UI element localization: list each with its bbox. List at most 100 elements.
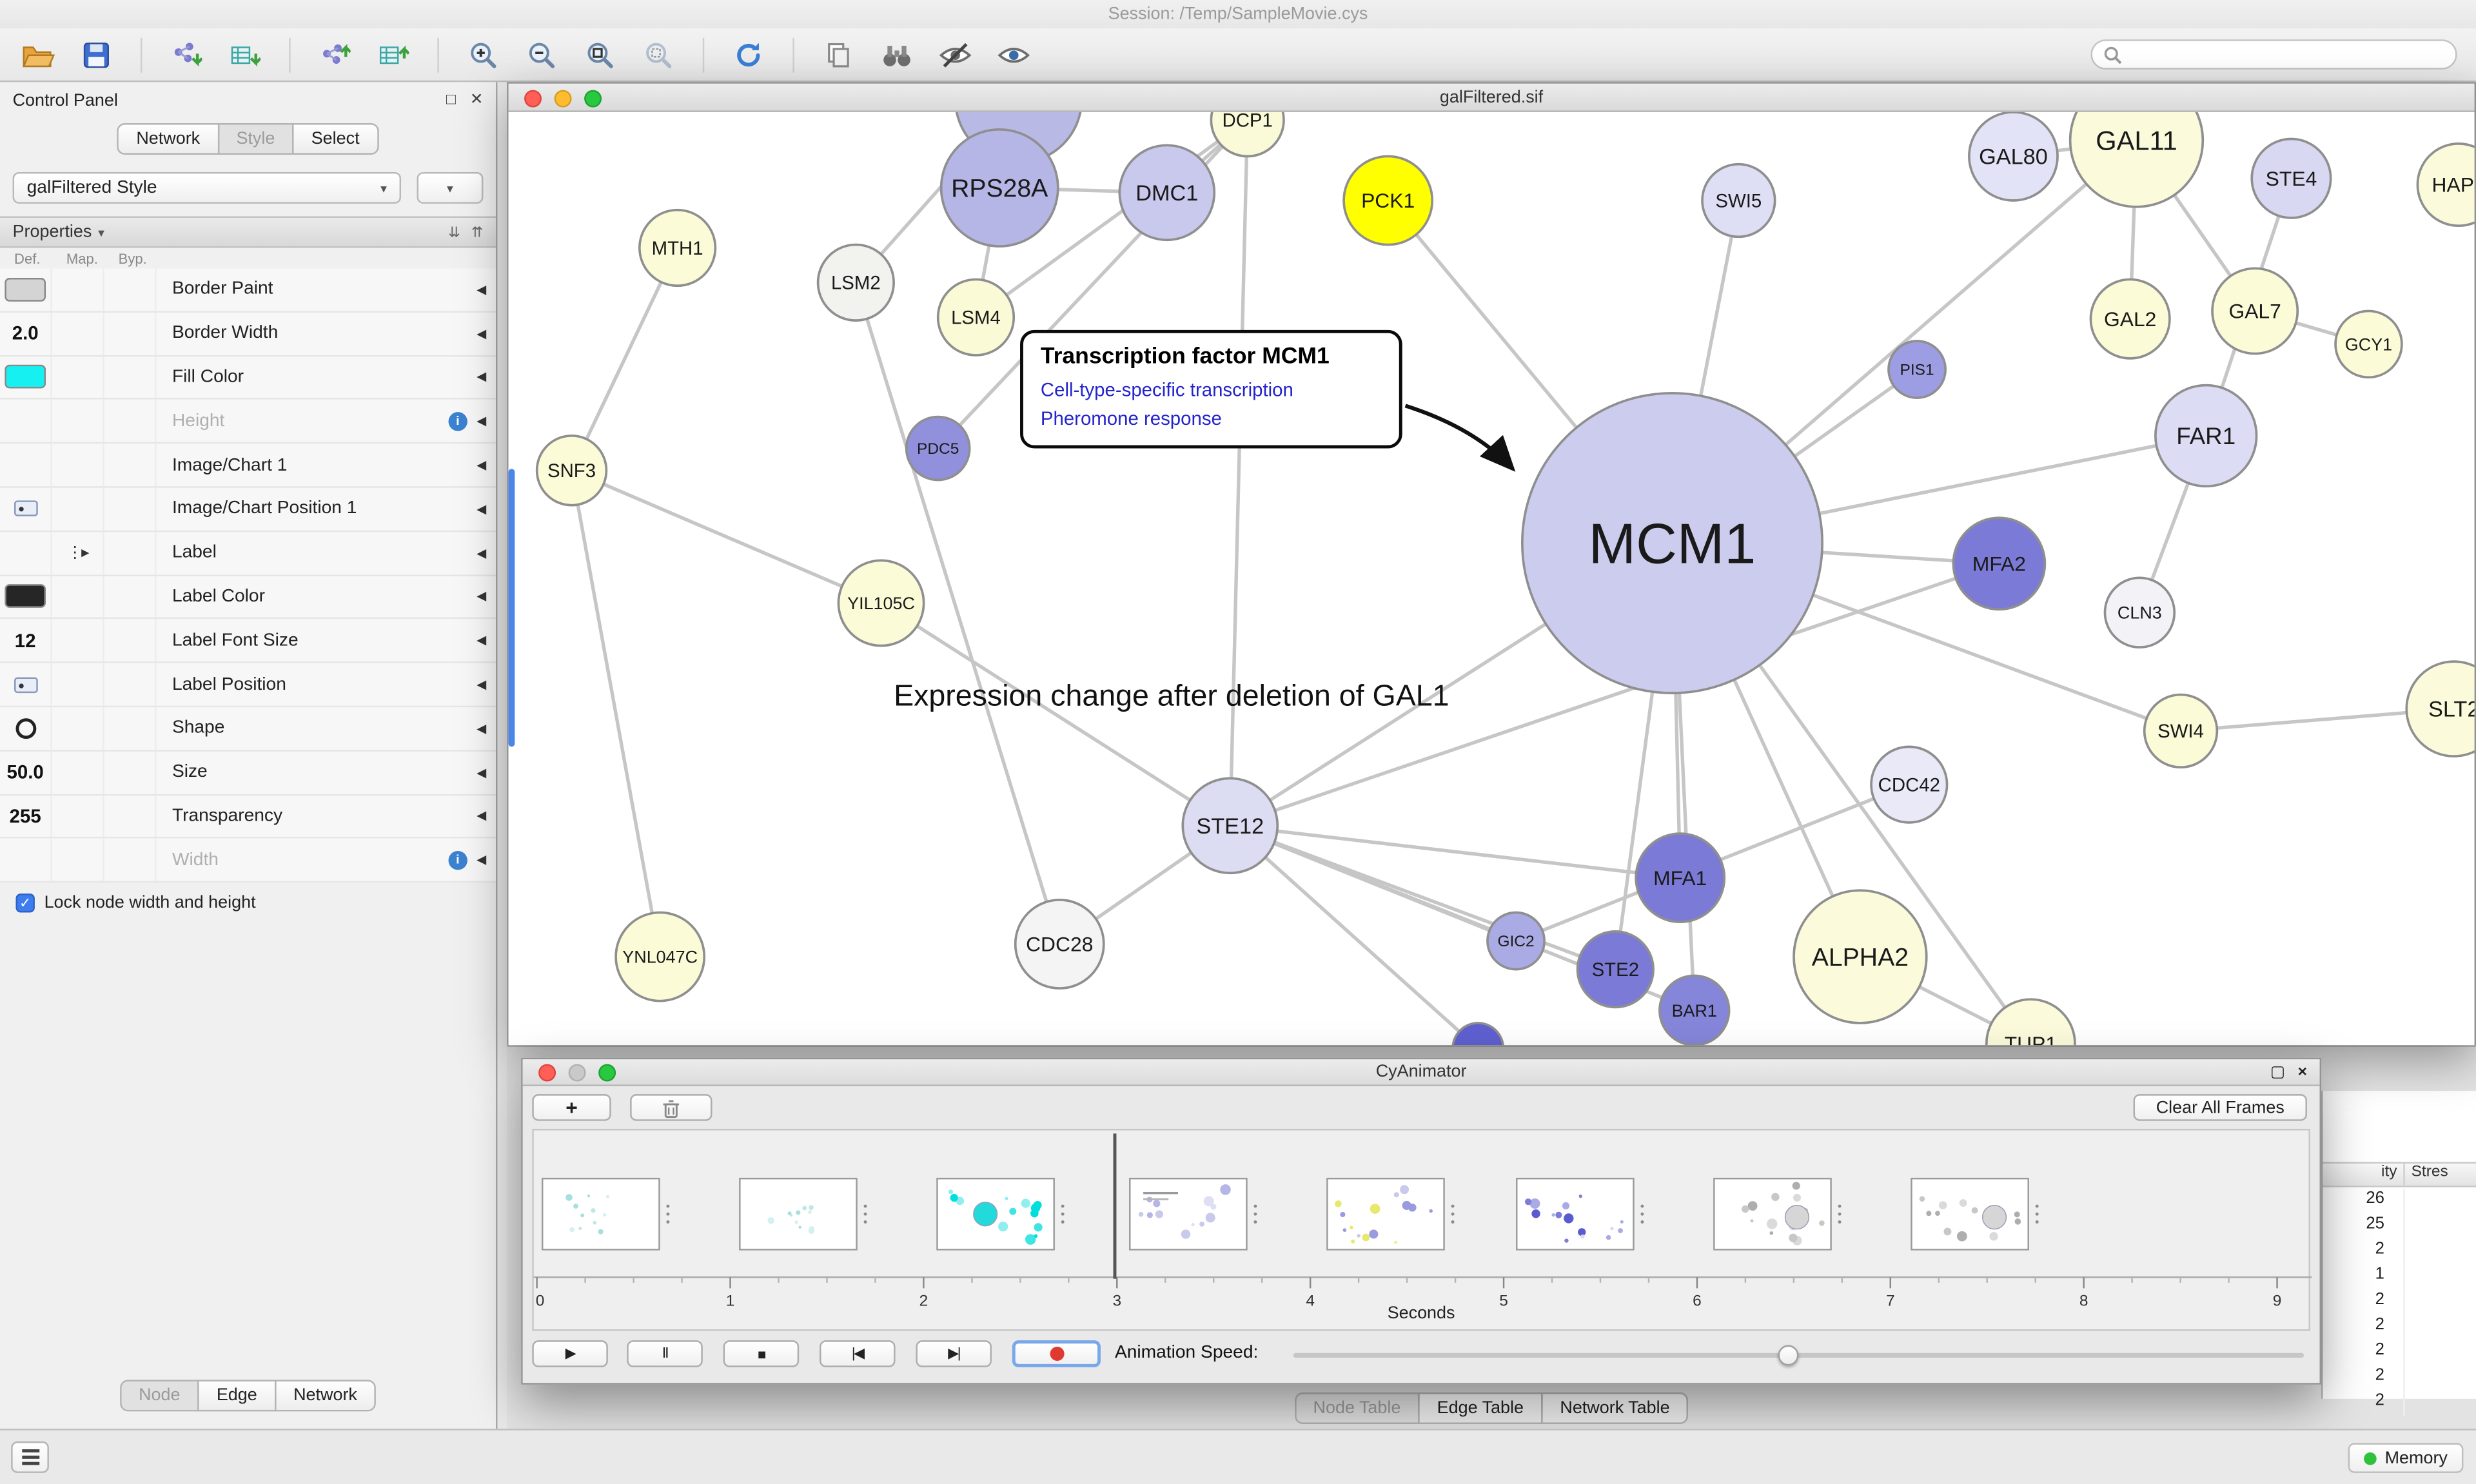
mcm1-annotation-box[interactable]: Transcription factor MCM1 Cell-type-spec… <box>1020 329 1402 449</box>
color-swatch[interactable] <box>5 585 46 609</box>
network-node-mth1[interactable] <box>638 208 717 288</box>
bypass-cell[interactable] <box>104 751 157 794</box>
tab-select[interactable]: Select <box>292 123 378 155</box>
property-row-label-color[interactable]: Label Color◀ <box>0 575 496 620</box>
expand-row-icon[interactable]: ◀ <box>477 677 487 692</box>
color-swatch[interactable] <box>5 365 46 389</box>
table-row[interactable]: 2 <box>2323 1289 2476 1316</box>
expand-row-icon[interactable]: ◀ <box>477 633 487 648</box>
color-swatch[interactable] <box>5 277 46 302</box>
table-row[interactable]: 25 <box>2323 1214 2476 1240</box>
record-button[interactable] <box>1012 1340 1101 1367</box>
zoom-selected-button[interactable] <box>640 35 678 73</box>
bypass-cell[interactable] <box>104 795 157 837</box>
refresh-view-button[interactable] <box>729 35 767 73</box>
mapping-cell[interactable] <box>52 575 104 618</box>
expand-row-icon[interactable]: ◀ <box>477 545 487 560</box>
console-toggle-button[interactable] <box>11 1441 49 1473</box>
network-node-mfa2[interactable] <box>1952 516 2047 611</box>
annotation-link[interactable]: Cell-type-specific transcription <box>1040 378 1293 402</box>
frame-drag-handle[interactable] <box>1253 1204 1257 1208</box>
network-node-gal7[interactable] <box>2211 267 2299 355</box>
default-value-cell[interactable] <box>0 400 52 443</box>
network-node-unlabeled1[interactable] <box>1451 1022 1504 1046</box>
expand-row-icon[interactable]: ◀ <box>477 414 487 429</box>
property-row-border-paint[interactable]: Border Paint◀ <box>0 268 496 313</box>
properties-section-header[interactable]: Properties ▾ ⇊ ⇈ <box>0 216 496 248</box>
network-node-slt2[interactable] <box>2405 660 2475 757</box>
network-node-ste4[interactable] <box>2250 137 2332 219</box>
minimize-window-button[interactable] <box>554 90 572 108</box>
default-value-cell[interactable] <box>0 487 52 531</box>
collapse-all-icon[interactable]: ⇈ <box>471 223 484 240</box>
network-node-alpha2[interactable] <box>1793 889 1928 1024</box>
bypass-cell[interactable] <box>104 839 157 881</box>
open-session-button[interactable] <box>19 35 57 73</box>
bypass-cell[interactable] <box>104 619 157 662</box>
frame-thumbnail-2[interactable] <box>936 1177 1065 1251</box>
frame-thumbnail-7[interactable] <box>1911 1177 2039 1251</box>
close-panel-icon[interactable]: ✕ <box>469 92 484 109</box>
zoom-fit-button[interactable] <box>581 35 619 73</box>
slider-handle[interactable] <box>1778 1345 1799 1366</box>
expand-row-icon[interactable]: ◀ <box>477 808 487 824</box>
first-neighbors-button[interactable] <box>878 35 916 73</box>
default-value-cell[interactable] <box>0 707 52 750</box>
frame-thumbnail-5[interactable] <box>1516 1177 1644 1251</box>
default-value-cell[interactable] <box>0 444 52 487</box>
table-row[interactable]: 2 <box>2323 1391 2476 1416</box>
table-row[interactable]: 2 <box>2323 1365 2476 1391</box>
network-node-cdc28[interactable] <box>1014 899 1105 990</box>
network-canvas[interactable]: RPS28BRPS28ADMC1DCP1PCK1SWI5GAL80GAL11ST… <box>508 112 2475 1046</box>
export-network-button[interactable] <box>316 35 354 73</box>
table-column-header[interactable]: Stres <box>2411 1163 2448 1181</box>
bypass-cell[interactable] <box>104 400 157 443</box>
frame-thumbnail-4[interactable] <box>1326 1177 1455 1251</box>
default-value-cell[interactable] <box>0 575 52 618</box>
play-button[interactable]: ▶ <box>532 1340 608 1367</box>
stop-button[interactable]: ■ <box>723 1340 800 1367</box>
table-row[interactable]: 26 <box>2323 1189 2476 1215</box>
network-node-hap4[interactable] <box>2416 142 2475 228</box>
property-row-shape[interactable]: Shape◀ <box>0 707 496 752</box>
network-node-pck1[interactable] <box>1342 155 1434 246</box>
default-value-cell[interactable] <box>0 663 52 706</box>
bypass-cell[interactable] <box>104 707 157 750</box>
default-value-cell[interactable] <box>0 268 52 311</box>
frame-thumbnail-6[interactable] <box>1713 1177 1842 1251</box>
bypass-cell[interactable] <box>104 356 157 399</box>
property-row-image-chart-1[interactable]: Image/Chart 1◀ <box>0 444 496 488</box>
network-node-pis1[interactable] <box>1887 340 1947 399</box>
expand-row-icon[interactable]: ◀ <box>477 458 487 473</box>
network-node-gcy1[interactable] <box>2334 309 2403 379</box>
mapping-cell[interactable] <box>52 707 104 750</box>
expand-row-icon[interactable]: ◀ <box>477 282 487 297</box>
network-node-mfa1[interactable] <box>1635 832 1726 924</box>
info-icon[interactable]: i <box>448 411 467 431</box>
table-row[interactable]: 1 <box>2323 1264 2476 1290</box>
skip-to-start-button[interactable]: |◀ <box>820 1340 896 1367</box>
table-row[interactable]: 2 <box>2323 1239 2476 1265</box>
table-row[interactable]: 2 <box>2323 1340 2476 1366</box>
maximize-window-button[interactable] <box>584 90 602 108</box>
network-node-lsm2[interactable] <box>816 243 895 322</box>
delete-frame-button[interactable] <box>630 1094 712 1121</box>
minimize-window-button[interactable] <box>568 1064 586 1082</box>
property-row-label[interactable]: ⋮▸Label◀ <box>0 531 496 576</box>
tab-network[interactable]: Network <box>117 123 219 155</box>
expand-row-icon[interactable]: ◀ <box>477 853 487 868</box>
mapping-cell[interactable] <box>52 795 104 837</box>
clear-all-frames-button[interactable]: Clear All Frames <box>2133 1094 2307 1121</box>
canvas-text-annotation[interactable]: Expression change after deletion of GAL1 <box>894 680 1449 714</box>
bypass-cell[interactable] <box>104 268 157 311</box>
default-value-cell[interactable] <box>0 531 52 574</box>
default-value-cell[interactable]: 2.0 <box>0 312 52 355</box>
animation-speed-slider[interactable] <box>1293 1345 2304 1366</box>
zoom-out-button[interactable] <box>523 35 561 73</box>
network-node-cdc42[interactable] <box>1870 745 1949 824</box>
show-all-button[interactable] <box>995 35 1033 73</box>
